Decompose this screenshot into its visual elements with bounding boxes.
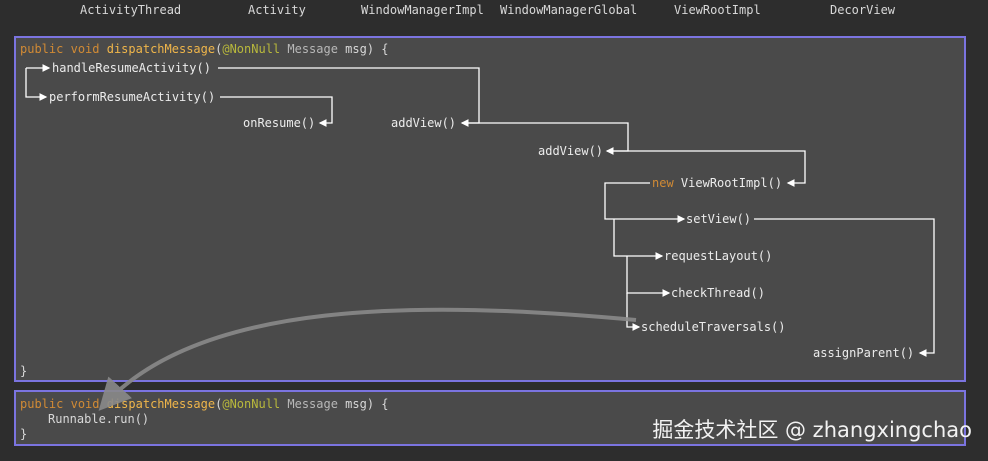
edge-requestlayout-to-checkthread bbox=[626, 256, 671, 297]
edge-perform-to-onresume bbox=[220, 96, 333, 127]
header-windowmanagerglobal: WindowManagerGlobal bbox=[500, 3, 638, 17]
edge-handle-to-addview-wmi bbox=[218, 67, 480, 127]
method-name: dispatchMessage bbox=[106, 397, 216, 411]
param-rest: msg) { bbox=[337, 397, 389, 411]
method-signature-top: public void dispatchMessage(@NonNull Mes… bbox=[20, 42, 389, 56]
node-perform-resume-activity: performResumeActivity() bbox=[49, 90, 216, 104]
closing-brace-top: } bbox=[20, 364, 28, 378]
runnable-run-call: Runnable.run() bbox=[48, 412, 150, 426]
method-name: dispatchMessage bbox=[106, 42, 216, 56]
header-viewrootimpl: ViewRootImpl bbox=[674, 3, 761, 17]
header-activity: Activity bbox=[248, 3, 306, 17]
annotation-nonnull: @NonNull bbox=[222, 42, 281, 56]
header-decorview: DecorView bbox=[830, 3, 896, 17]
param-rest: msg) { bbox=[337, 42, 389, 56]
edge-handle-to-perform-resume bbox=[25, 68, 48, 101]
open-paren: ( bbox=[215, 42, 223, 56]
node-scheduletraversals: scheduleTraversals() bbox=[641, 320, 786, 334]
node-new-viewrootimpl: new ViewRootImpl() bbox=[652, 176, 782, 190]
method-signature-bottom: public void dispatchMessage(@NonNull Mes… bbox=[20, 397, 389, 411]
keyword-public: public bbox=[20, 397, 64, 411]
closing-brace-bottom: } bbox=[20, 427, 28, 441]
node-handle-resume-activity: handleResumeActivity() bbox=[52, 61, 211, 75]
node-setview: setView() bbox=[686, 212, 752, 226]
keyword-new: new bbox=[652, 176, 674, 190]
viewrootimpl-constructor: ViewRootImpl() bbox=[680, 176, 783, 190]
edge-addview-wmg-to-new-viewrootimpl bbox=[607, 150, 806, 187]
edge-new-to-setview bbox=[604, 182, 686, 223]
node-addview-windowmanagerglobal: addView() bbox=[538, 144, 604, 158]
node-addview-windowmanagerimpl: addView() bbox=[391, 116, 457, 130]
edge-requestlayout-to-scheduletraversals bbox=[626, 293, 641, 331]
keyword-void: void bbox=[70, 397, 100, 411]
header-activitythread: ActivityThread bbox=[80, 3, 182, 17]
edge-setview-to-assignparent bbox=[754, 218, 935, 357]
node-assignparent: assignParent() bbox=[813, 346, 915, 360]
dispatch-message-block-top bbox=[14, 36, 966, 382]
edge-setview-to-requestlayout bbox=[613, 219, 664, 260]
dispatch-message-block-bottom bbox=[14, 390, 966, 446]
node-checkthread: checkThread() bbox=[671, 286, 765, 300]
keyword-public: public bbox=[20, 42, 64, 56]
header-windowmanagerimpl: WindowManagerImpl bbox=[361, 3, 484, 17]
param-type: Message bbox=[287, 42, 338, 56]
node-requestlayout: requestLayout() bbox=[664, 249, 773, 263]
edge-scheduletraversals-to-runnable bbox=[98, 307, 637, 411]
annotation-nonnull: @NonNull bbox=[222, 397, 281, 411]
keyword-void: void bbox=[70, 42, 100, 56]
open-paren: ( bbox=[215, 397, 223, 411]
node-onresume: onResume() bbox=[243, 116, 316, 130]
param-type: Message bbox=[287, 397, 338, 411]
watermark-text: 掘金技术社区 @ zhangxingchao bbox=[652, 418, 972, 442]
